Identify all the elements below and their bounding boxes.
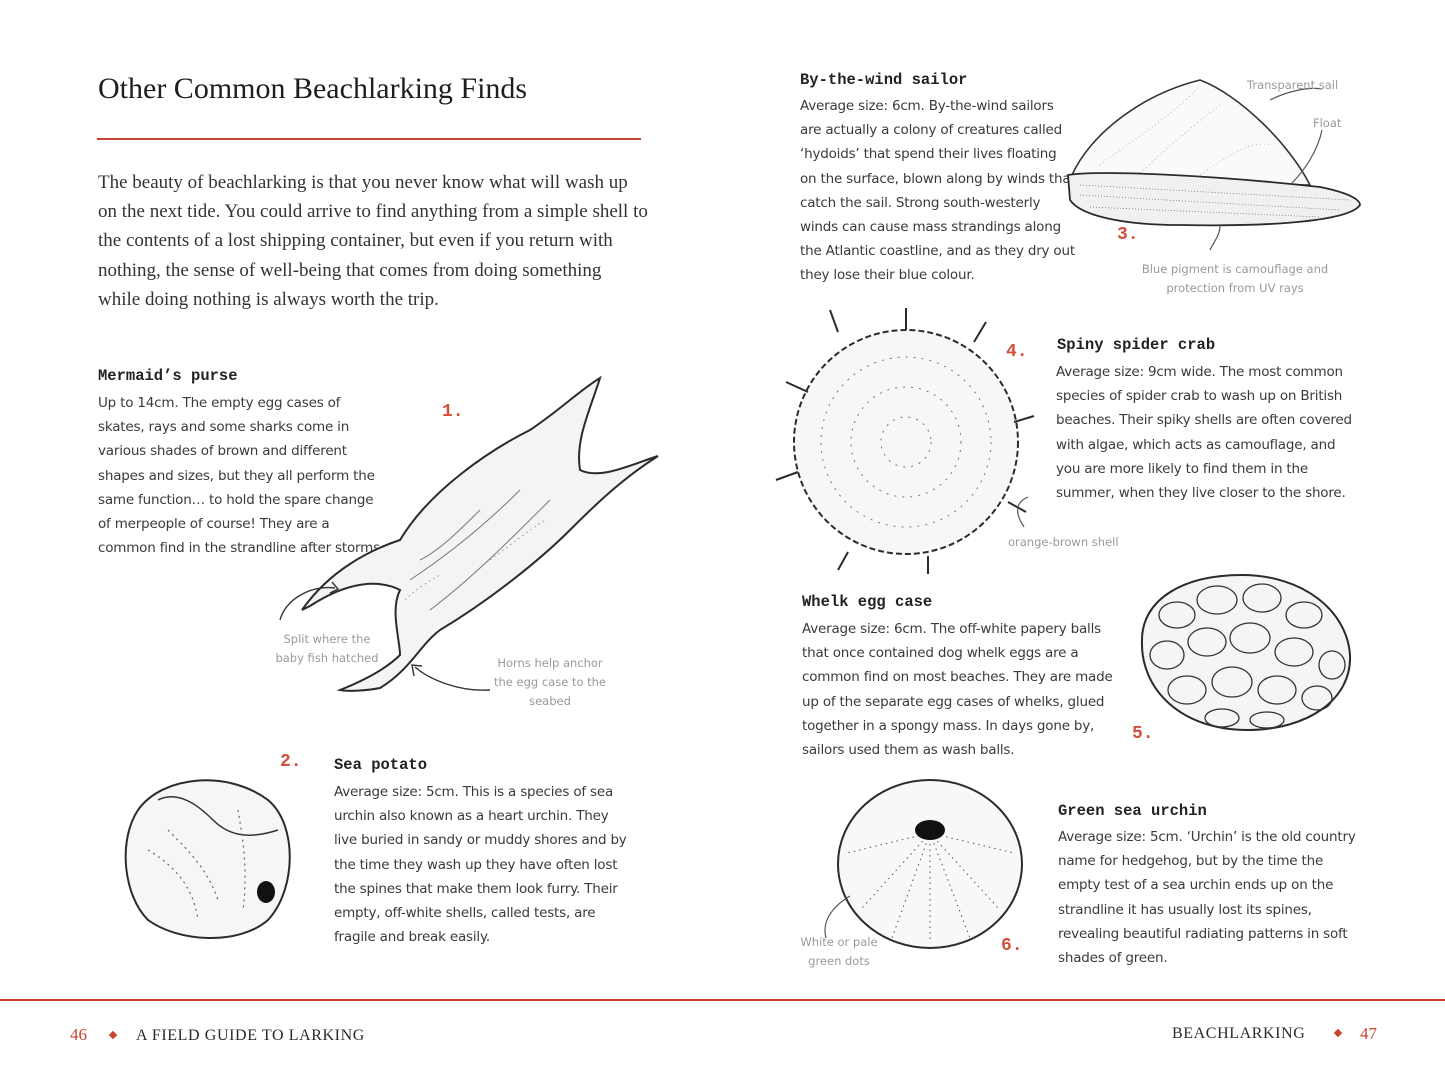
sea-potato-illustration [124,779,291,939]
find-5-number: 5. [1132,724,1154,744]
find-6-heading: Green sea urchin [1058,802,1207,820]
find-2-text: Average size: 5cm. This is a species of … [334,784,627,946]
spiny-spider-crab-illustration [775,308,1035,574]
by-the-wind-sailor-illustration [1067,79,1361,251]
find-4-number: 4. [1006,342,1028,362]
find-3-annotation-pigment: Blue pigment is camouflage and protectio… [1141,262,1329,295]
find-2-number: 2. [280,752,302,772]
find-3-heading: By-the-wind sailor [800,71,968,89]
find-1-number: 1. [442,402,464,422]
whelk-egg-case-illustration [1140,573,1352,732]
title-rule [97,138,641,140]
find-1-heading: Mermaid’s purse [98,367,238,385]
page-title: Other Common Beachlarking Finds [98,72,528,105]
find-1-annotation-horns: Horns help anchor the egg case to the se… [493,656,607,708]
right-page-number: 47 [1360,1024,1377,1043]
find-3-number: 3. [1117,225,1139,245]
find-1-text: Up to 14cm. The empty egg cases of skate… [98,395,384,557]
find-3-text: Average size: 6cm. By-the-wind sailors a… [800,98,1076,284]
left-page-number: 46 [70,1025,87,1044]
find-4-annotation-shell: orange-brown shell [1008,535,1119,549]
find-1-annotation-split: Split where the baby fish hatched [275,632,379,665]
find-4-text: Average size: 9cm wide. The most common … [1056,364,1352,502]
find-5-text: Average size: 6cm. The off-white papery … [802,621,1113,759]
left-footer-diamond-icon [108,1030,118,1040]
green-sea-urchin-illustration [824,779,1023,949]
find-6-text: Average size: 5cm. ‘Urchin’ is the old c… [1058,829,1356,967]
find-6-number: 6. [1001,936,1023,956]
left-running-head: A FIELD GUIDE TO LARKING [136,1027,365,1044]
find-2-heading: Sea potato [334,756,428,774]
find-5-heading: Whelk egg case [802,593,933,611]
find-4-heading: Spiny spider crab [1057,336,1216,354]
intro-paragraph: The beauty of beachlarking is that you n… [98,172,648,310]
find-3-annotation-sail: Transparent sail [1247,78,1339,92]
right-running-head: BEACHLARKING [1172,1025,1306,1042]
right-footer-diamond-icon [1333,1028,1343,1038]
find-3-annotation-float: Float [1313,116,1342,130]
mermaids-purse-illustration [279,375,659,692]
footer-rule [0,999,1445,1001]
find-6-annotation-dots: White or pale green dots [800,935,878,968]
